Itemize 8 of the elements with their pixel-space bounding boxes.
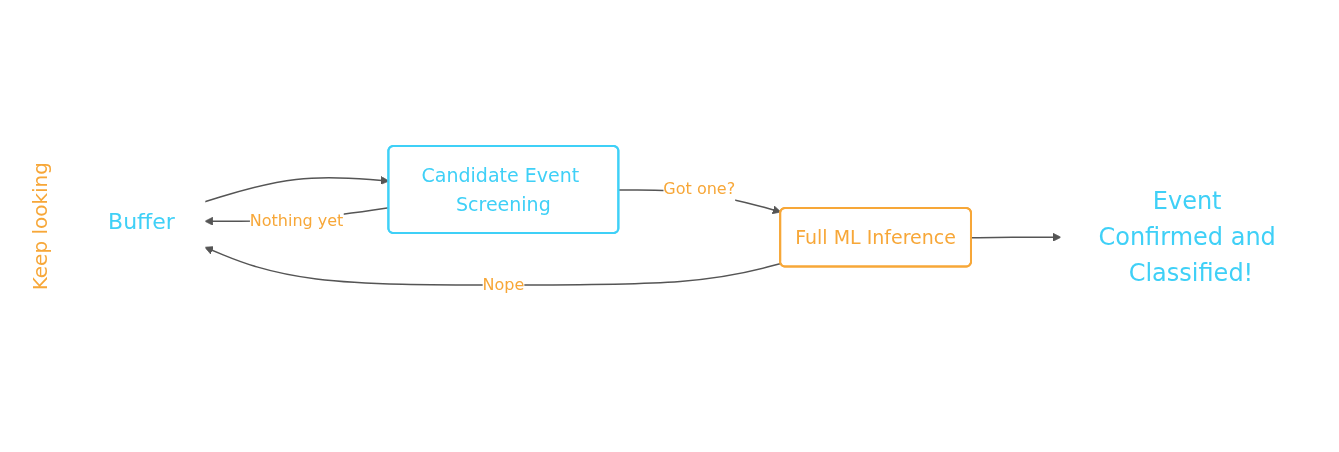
edge-label: Got one? (663, 179, 736, 199)
node-text: Buffer (108, 208, 175, 234)
arrow (970, 232, 1062, 242)
edge-label: Nothing yet (249, 211, 344, 231)
arrow (204, 246, 782, 286)
edge-label: Nope (482, 274, 525, 294)
node-text: Event Confirmed and Classified! (1098, 187, 1276, 288)
note-text: Keep looking (28, 161, 52, 291)
